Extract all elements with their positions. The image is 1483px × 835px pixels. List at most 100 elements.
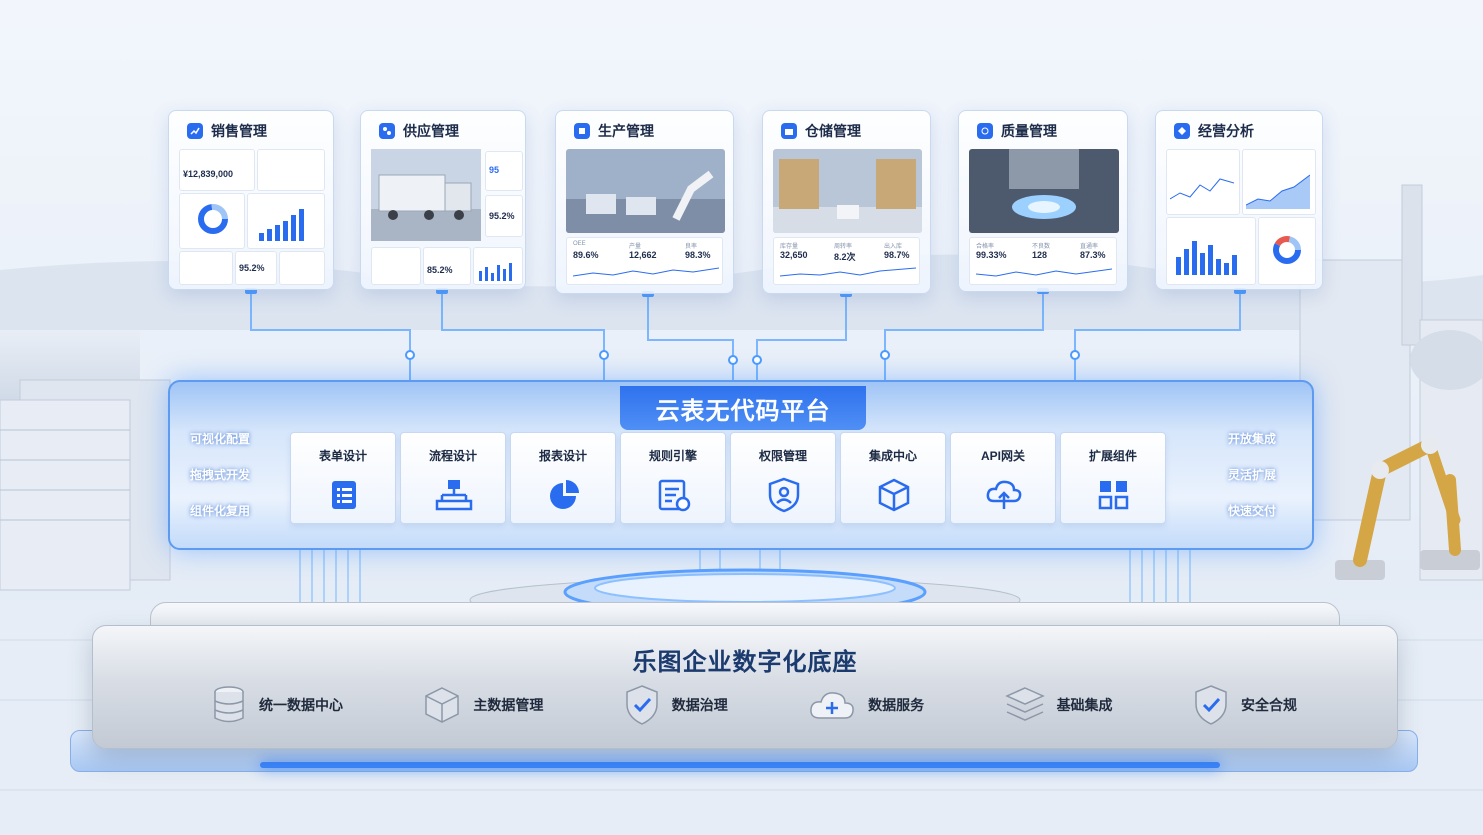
metric-label: 不良数: [1032, 244, 1051, 250]
module-card-sales[interactable]: 销售管理 ¥12,839,000 95.2%: [168, 110, 334, 290]
metric-label: 产量: [629, 244, 642, 250]
tool-permission[interactable]: 权限管理: [730, 432, 836, 524]
supply-kpi-b: 95.2%: [489, 211, 515, 221]
base-item-governance: 数据治理: [624, 684, 728, 726]
base-item-label: 基础集成: [1056, 697, 1113, 713]
shield-user-icon: [768, 477, 800, 513]
flow-icon: [435, 480, 473, 511]
factory-robot-photo: [566, 149, 725, 233]
layers-icon: [1004, 687, 1045, 721]
metric-label: 库存量: [780, 244, 799, 250]
base-item-label: 数据治理: [671, 697, 728, 713]
supply-kpi-c: 85.2%: [427, 265, 453, 275]
feature-item: 灵活扩展: [1227, 468, 1276, 482]
metric-value: 99.33%: [976, 250, 1007, 260]
platform-left-features: 可视化配置 拖拽式开发 组件化复用: [190, 430, 250, 519]
tool-rule-engine[interactable]: 规则引擎: [620, 432, 726, 524]
tool-form-design[interactable]: 表单设计: [290, 432, 396, 524]
module-card-analytics[interactable]: 经营分析: [1155, 110, 1323, 290]
metric-label: 良率: [685, 244, 698, 250]
base-item-label: 数据服务: [868, 697, 925, 713]
sales-dashboard: ¥12,839,000 95.2%: [179, 149, 325, 285]
cloud-upload-icon: [986, 480, 1022, 509]
tool-label: 流程设计: [428, 449, 477, 463]
box-icon: [425, 687, 460, 723]
base-title: 乐图企业数字化底座: [632, 649, 858, 676]
feature-item: 可视化配置: [190, 432, 251, 446]
metric-value: 87.3%: [1080, 250, 1106, 260]
base-item-security: 安全合规: [1193, 684, 1297, 726]
form-icon: [332, 481, 356, 509]
metric-value: 12,662: [629, 250, 657, 260]
module-title: 仓储管理: [805, 123, 861, 139]
feature-item: 开放集成: [1227, 432, 1276, 446]
bar-chart-icon: [1176, 241, 1237, 275]
module-title: 经营分析: [1198, 123, 1254, 139]
tool-label: 扩展组件: [1088, 449, 1137, 463]
module-title: 质量管理: [1001, 123, 1057, 139]
sales-kpi-value: ¥12,839,000: [183, 169, 234, 179]
components-icon: [1098, 481, 1129, 510]
enterprise-base: 乐图企业数字化底座 统一数据中心 主数据管理 数据治理 数据服务 基础集成 安全…: [92, 625, 1398, 749]
metric-label: OEE: [573, 241, 586, 247]
base-item-data-center: 统一数据中心: [211, 684, 343, 726]
module-card-warehouse[interactable]: 仓储管理 库存量 32,650 周转率 8.2次 出入库 98.7%: [762, 110, 931, 294]
module-card-production[interactable]: 生产管理 OEE 89.6% 产量 12,662 良率 98.3%: [555, 110, 734, 294]
metric-value: 98.3%: [685, 250, 711, 260]
tool-integration[interactable]: 集成中心: [840, 432, 946, 524]
metric-label: 周转率: [834, 244, 853, 250]
tool-label: API网关: [980, 449, 1025, 463]
robot-arm-icon: [1335, 436, 1480, 580]
sparkline: [976, 268, 1112, 277]
feature-item: 拖拽式开发: [190, 468, 251, 482]
quality-icon: [977, 123, 993, 139]
metric-value: 8.2次: [834, 252, 856, 262]
supply-kpi-a: 95: [489, 165, 500, 175]
metric-label: 直通率: [1080, 244, 1099, 250]
donut-chart-icon: [198, 204, 228, 234]
metric-value: 32,650: [780, 250, 808, 260]
supply-dashboard: 95 95.2% 85.2%: [371, 149, 523, 285]
sparkline: [573, 267, 719, 277]
truck-photo: [371, 149, 481, 241]
cube-icon: [878, 478, 910, 512]
platform-right-features: 开放集成 灵活扩展 快速交付: [1228, 430, 1276, 519]
mini-bar-chart: [479, 263, 512, 281]
metric-value: 98.7%: [884, 250, 910, 260]
module-card-supply[interactable]: 供应管理 95 95.2% 85.2%: [360, 110, 526, 290]
metric-label: 出入库: [884, 244, 903, 250]
base-item-integration: 基础集成: [1004, 684, 1113, 726]
tool-extensions[interactable]: 扩展组件: [1060, 432, 1166, 524]
base-item-data-service: 数据服务: [808, 684, 924, 726]
area-chart-icon: [1246, 174, 1310, 209]
base-item-label: 安全合规: [1240, 697, 1297, 713]
feature-item: 快速交付: [1227, 504, 1276, 518]
warehouse-icon: [781, 123, 797, 139]
cloud-plus-icon: [810, 692, 855, 719]
base-item-label: 主数据管理: [473, 697, 544, 713]
tool-label: 权限管理: [758, 449, 807, 463]
tool-flow-design[interactable]: 流程设计: [400, 432, 506, 524]
platform-title: 云表无代码平台: [655, 397, 831, 425]
warehouse-dashboard: 库存量 32,650 周转率 8.2次 出入库 98.7%: [773, 149, 922, 285]
module-title: 供应管理: [403, 123, 459, 139]
donut-chart-icon: [1273, 236, 1301, 264]
platform-tools: 表单设计 流程设计 报表设计 规则引擎 权限管理 集成中心 API网关 扩展组: [290, 432, 1166, 524]
platform-title-bar: 云表无代码平台: [620, 386, 866, 430]
base-item-label: 统一数据中心: [259, 697, 343, 713]
tool-api-gateway[interactable]: API网关: [950, 432, 1056, 524]
module-card-quality[interactable]: 质量管理 合格率 99.33% 不良数 128 直通率 87.3%: [958, 110, 1128, 292]
bar-chart-icon: [259, 209, 304, 241]
production-dashboard: OEE 89.6% 产量 12,662 良率 98.3%: [566, 149, 725, 285]
supply-icon: [379, 123, 395, 139]
base-item-master-data: 主数据管理: [423, 684, 543, 726]
tool-label: 规则引擎: [648, 449, 697, 463]
tool-report-design[interactable]: 报表设计: [510, 432, 616, 524]
machine-photo: [969, 149, 1119, 233]
line-chart-icon: [1170, 178, 1234, 200]
database-icon: [214, 686, 244, 723]
sales-rate: 95.2%: [239, 263, 265, 273]
pie-chart-icon: [550, 480, 579, 509]
analytics-dashboard: [1166, 149, 1316, 285]
tool-label: 表单设计: [318, 449, 367, 463]
